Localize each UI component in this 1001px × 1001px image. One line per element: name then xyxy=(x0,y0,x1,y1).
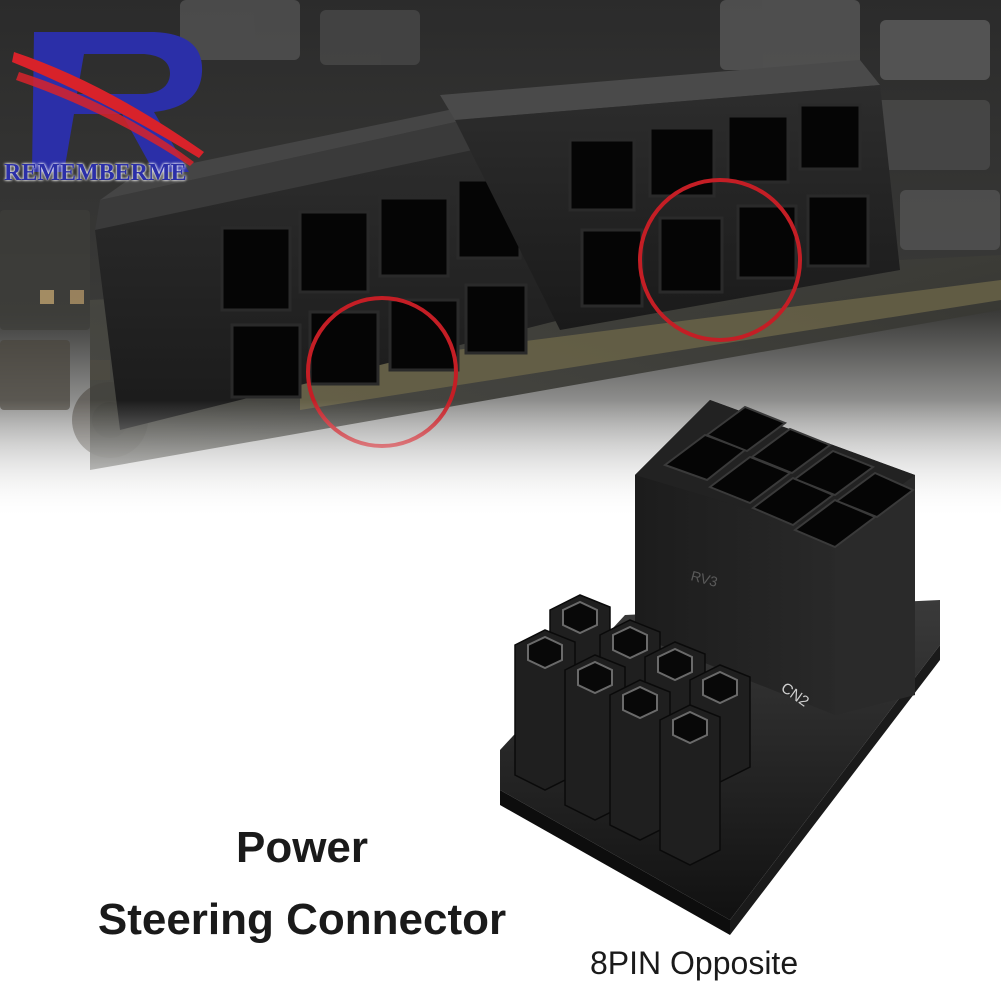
socket-holes xyxy=(662,405,915,549)
headline-line-2: Steering Connector xyxy=(97,895,507,944)
motherboard-photo xyxy=(0,0,1001,520)
caption-8pin-opposite: 8PIN Opposite xyxy=(590,945,799,981)
front-pins xyxy=(514,594,751,866)
power-connector-adapter-image: RV3 CN2 xyxy=(495,395,945,935)
brand-name: REMEMBERME xyxy=(4,160,187,186)
right-8pin-socket xyxy=(440,60,900,330)
highlight-circle-right xyxy=(638,178,802,342)
brand-logo xyxy=(4,12,224,192)
left-8pin-socket xyxy=(95,90,560,430)
housing-marking: RV3 xyxy=(689,567,719,589)
headline-line-1: Power xyxy=(235,823,369,872)
